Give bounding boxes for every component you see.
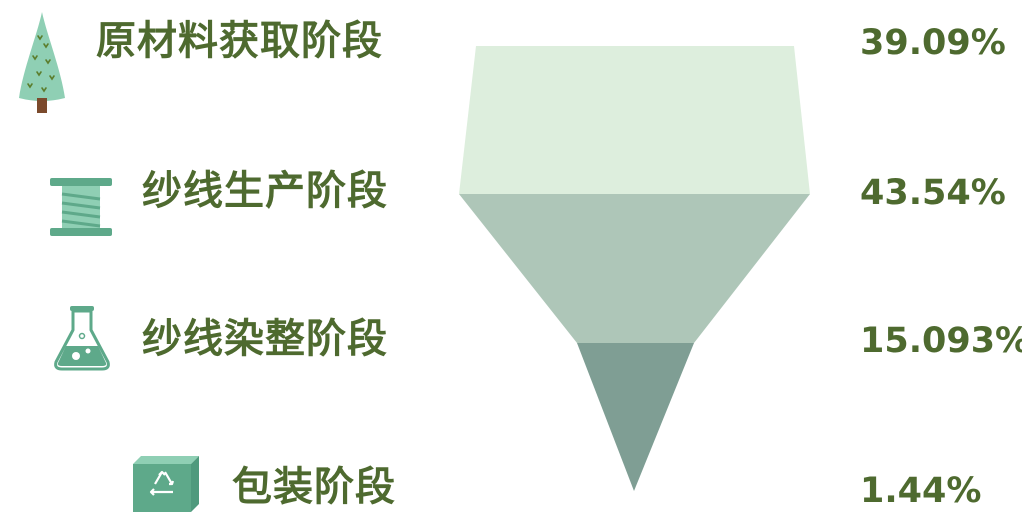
- stage-label-yarn-dyeing: 纱线染整阶段: [142, 316, 388, 362]
- stage-value-packaging: 1.44%: [860, 471, 982, 511]
- stage-label-yarn-production: 纱线生产阶段: [142, 168, 388, 214]
- funnel-segment-raw-material: [459, 46, 810, 194]
- flask-icon: [54, 306, 110, 371]
- stage-label-packaging: 包装阶段: [232, 464, 396, 510]
- funnel-segment-yarn-dyeing: [577, 343, 694, 491]
- stage-value-yarn-production: 43.54%: [860, 173, 1006, 213]
- funnel-segment-yarn-production: [459, 194, 810, 343]
- stage-value-yarn-dyeing: 15.093%: [860, 321, 1022, 361]
- spool-icon: [50, 178, 112, 236]
- stage-label-raw-material: 原材料获取阶段: [96, 18, 383, 64]
- recycle-box-icon: [133, 456, 199, 512]
- tree-icon: [19, 12, 65, 113]
- stage-value-raw-material: 39.09%: [860, 23, 1006, 63]
